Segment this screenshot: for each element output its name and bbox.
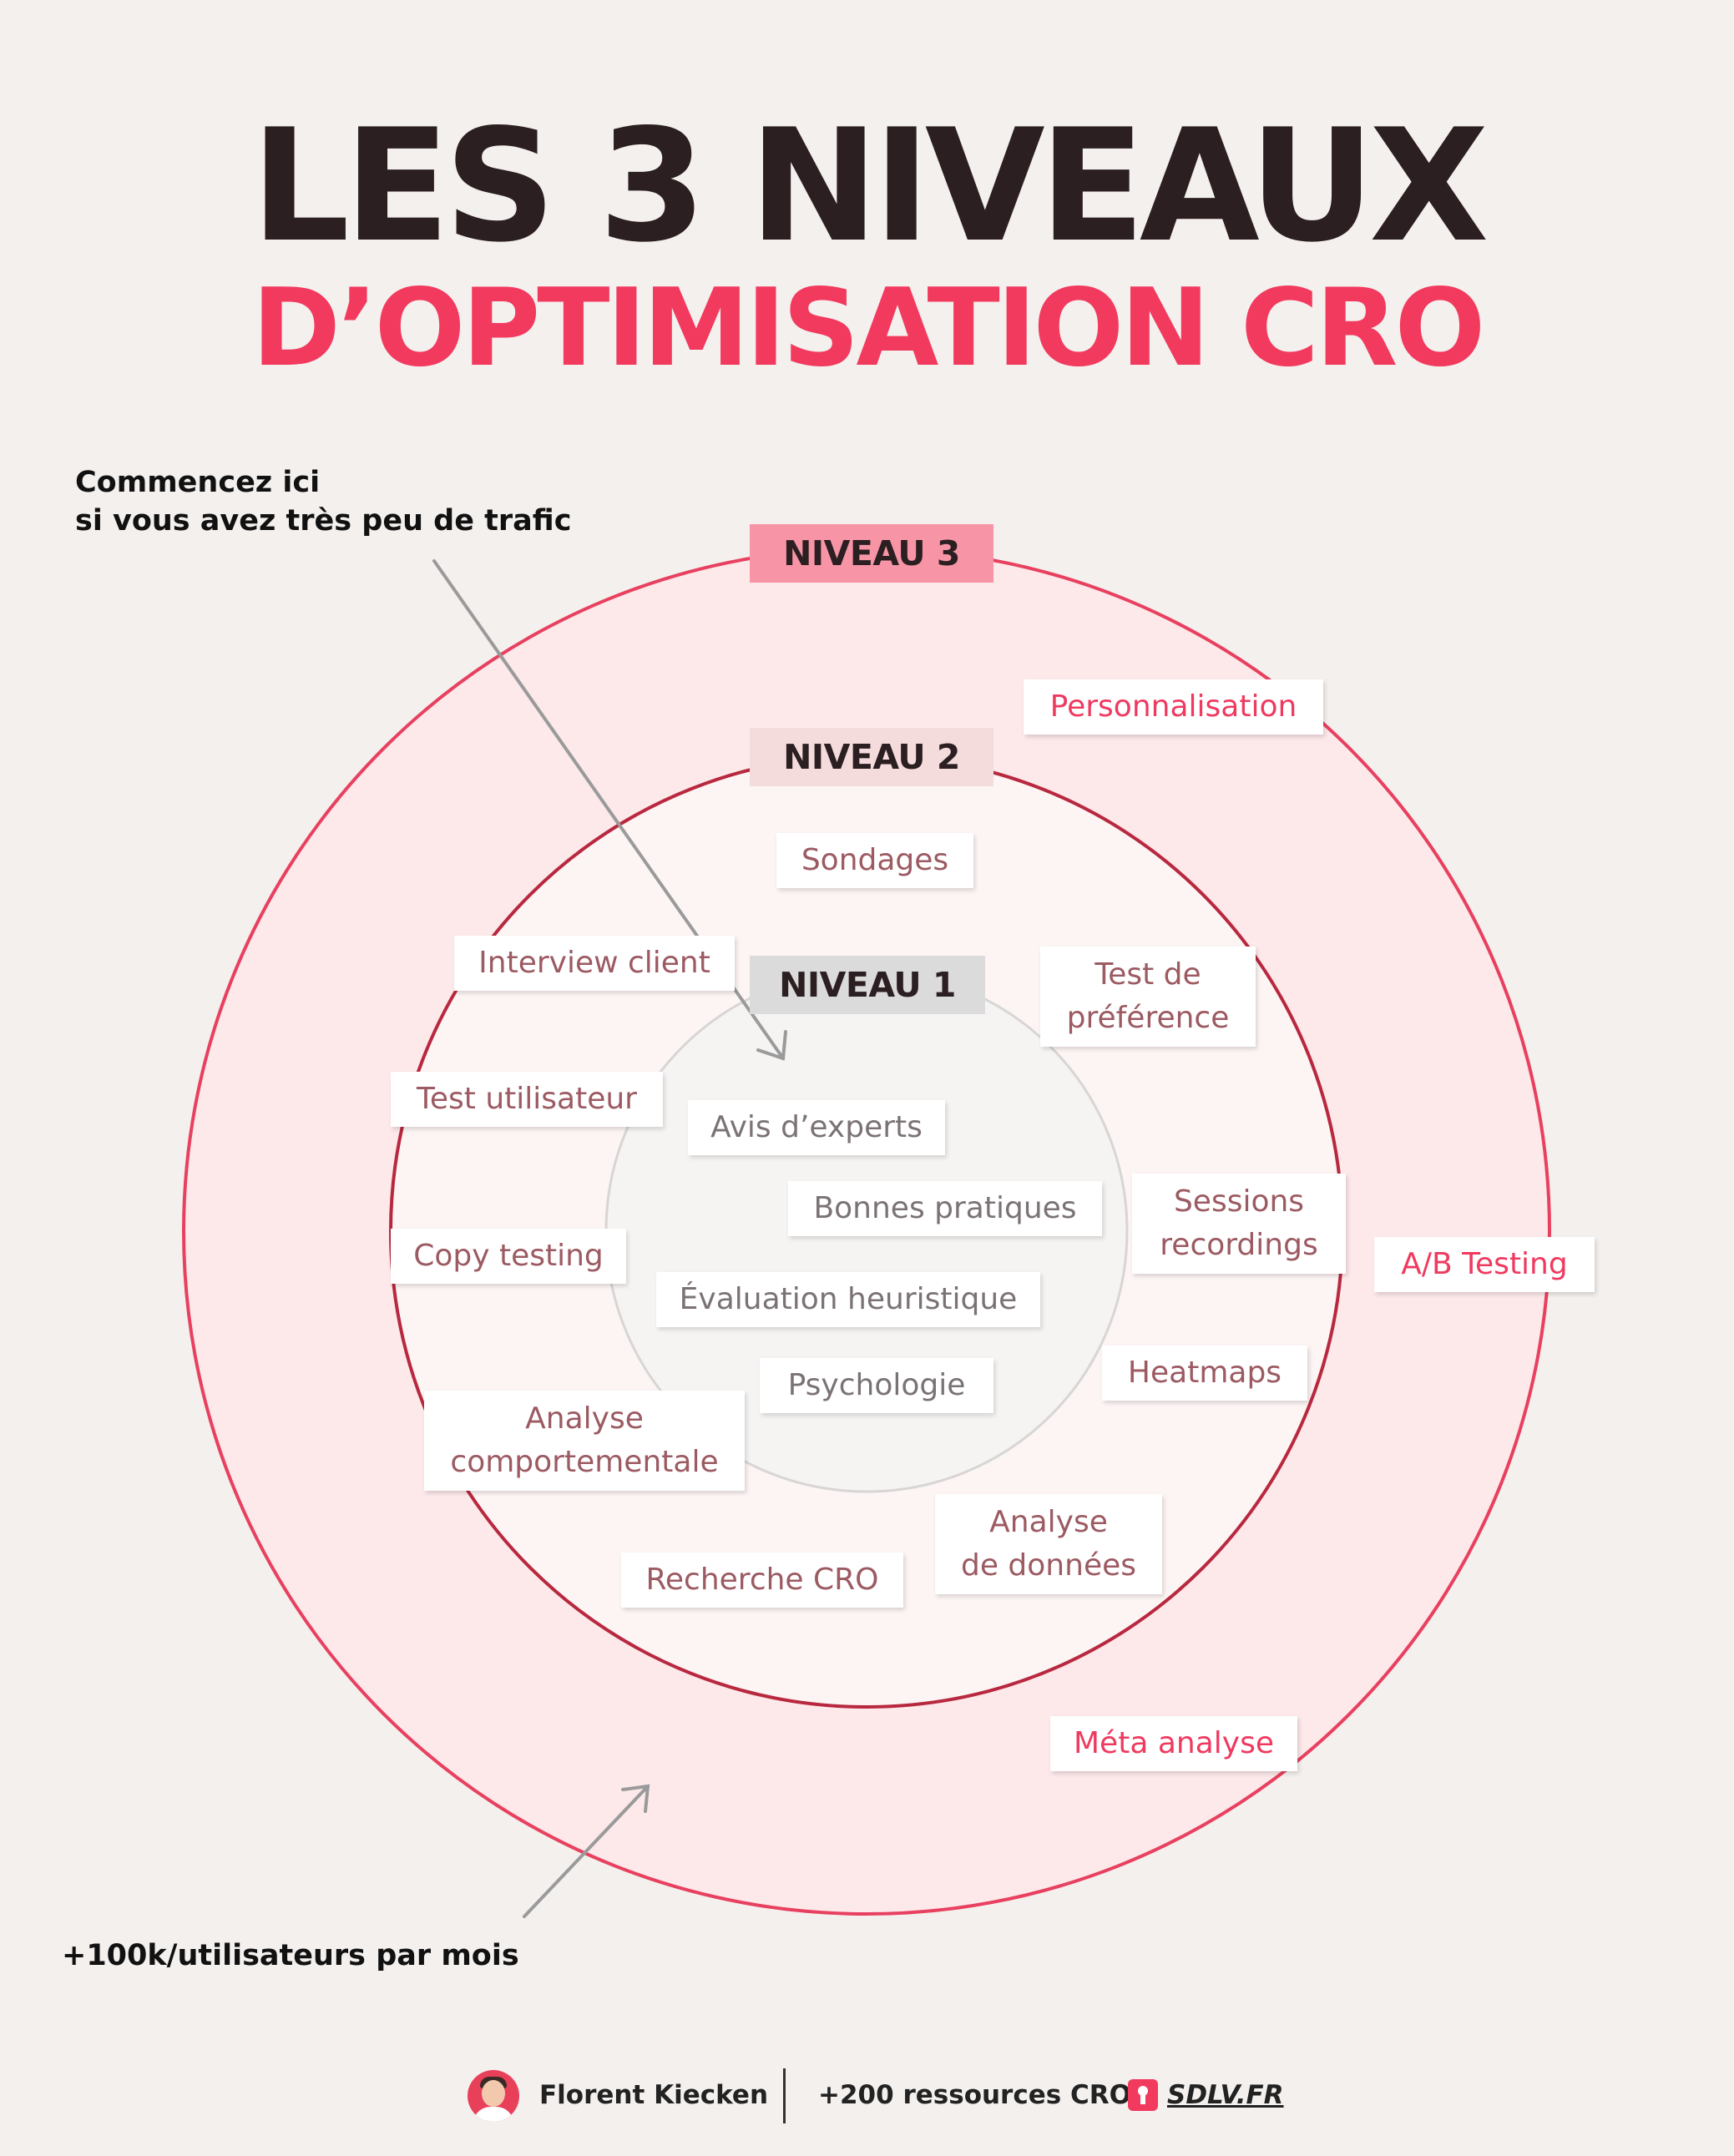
tag-niveau-1: NIVEAU 1 [750,956,985,1014]
chip-test-preference-line-2: préférence [1066,1001,1230,1035]
chip-personnalisation: Personnalisation [1024,679,1323,735]
title-line-2: D’OPTIMISATION CRO [251,266,1486,391]
footer-divider [783,2068,786,2123]
chip-test-preference: Test de préférence [1040,947,1256,1047]
tag-niveau-3: NIVEAU 3 [750,524,993,583]
chip-copy-testing: Copy testing [391,1229,626,1284]
site-link[interactable]: SDLV.FR [1167,2080,1284,2110]
chip-analyse-donnees-line-2: de données [960,1548,1136,1583]
arrow-icon-traffic [523,1784,650,1918]
chip-ab-testing: A/B Testing [1374,1237,1595,1292]
chip-heatmaps: Heatmaps [1102,1346,1307,1401]
chip-analyse-comportementale-line-1: Analyse [525,1401,644,1436]
traffic-note: +100k/utilisateurs par mois [62,1939,519,1972]
chip-meta-analyse: Méta analyse [1050,1716,1297,1771]
chip-sessions-recordings-line-2: recordings [1160,1228,1318,1262]
start-note-line-2: si vous avez très peu de trafic [75,504,572,538]
start-note: Commencez ici si vous avez très peu de t… [75,463,571,540]
chip-test-utilisateur: Test utilisateur [391,1072,663,1127]
chip-recherche-cro: Recherche CRO [621,1553,903,1608]
chip-sondages: Sondages [776,833,973,888]
chip-psychologie: Psychologie [760,1358,993,1413]
chip-analyse-comportementale-line-2: comportementale [450,1445,719,1479]
author-name: Florent Kiecken [539,2080,769,2110]
chip-analyse-donnees-line-1: Analyse [989,1505,1108,1539]
chip-analyse-comportementale: Analyse comportementale [424,1391,745,1491]
lock-icon [1128,2079,1158,2111]
chip-avis-experts: Avis d’experts [688,1100,945,1155]
chip-bonnes-pratiques: Bonnes pratiques [788,1181,1102,1236]
chip-test-preference-line-1: Test de [1094,957,1201,992]
chip-sessions-recordings: Sessions recordings [1132,1174,1346,1274]
start-note-line-1: Commencez ici [75,466,321,499]
chip-evaluation-heuristique: Évaluation heuristique [656,1272,1040,1327]
title-line-1: LES 3 NIVEAUX [250,95,1489,276]
chip-interview-client: Interview client [454,936,735,991]
resources-text: +200 ressources CRO : [818,2080,1151,2110]
chip-sessions-recordings-line-1: Sessions [1173,1184,1305,1219]
chip-analyse-donnees: Analyse de données [935,1494,1162,1594]
avatar-icon [468,2070,519,2122]
tag-niveau-2: NIVEAU 2 [750,728,993,786]
